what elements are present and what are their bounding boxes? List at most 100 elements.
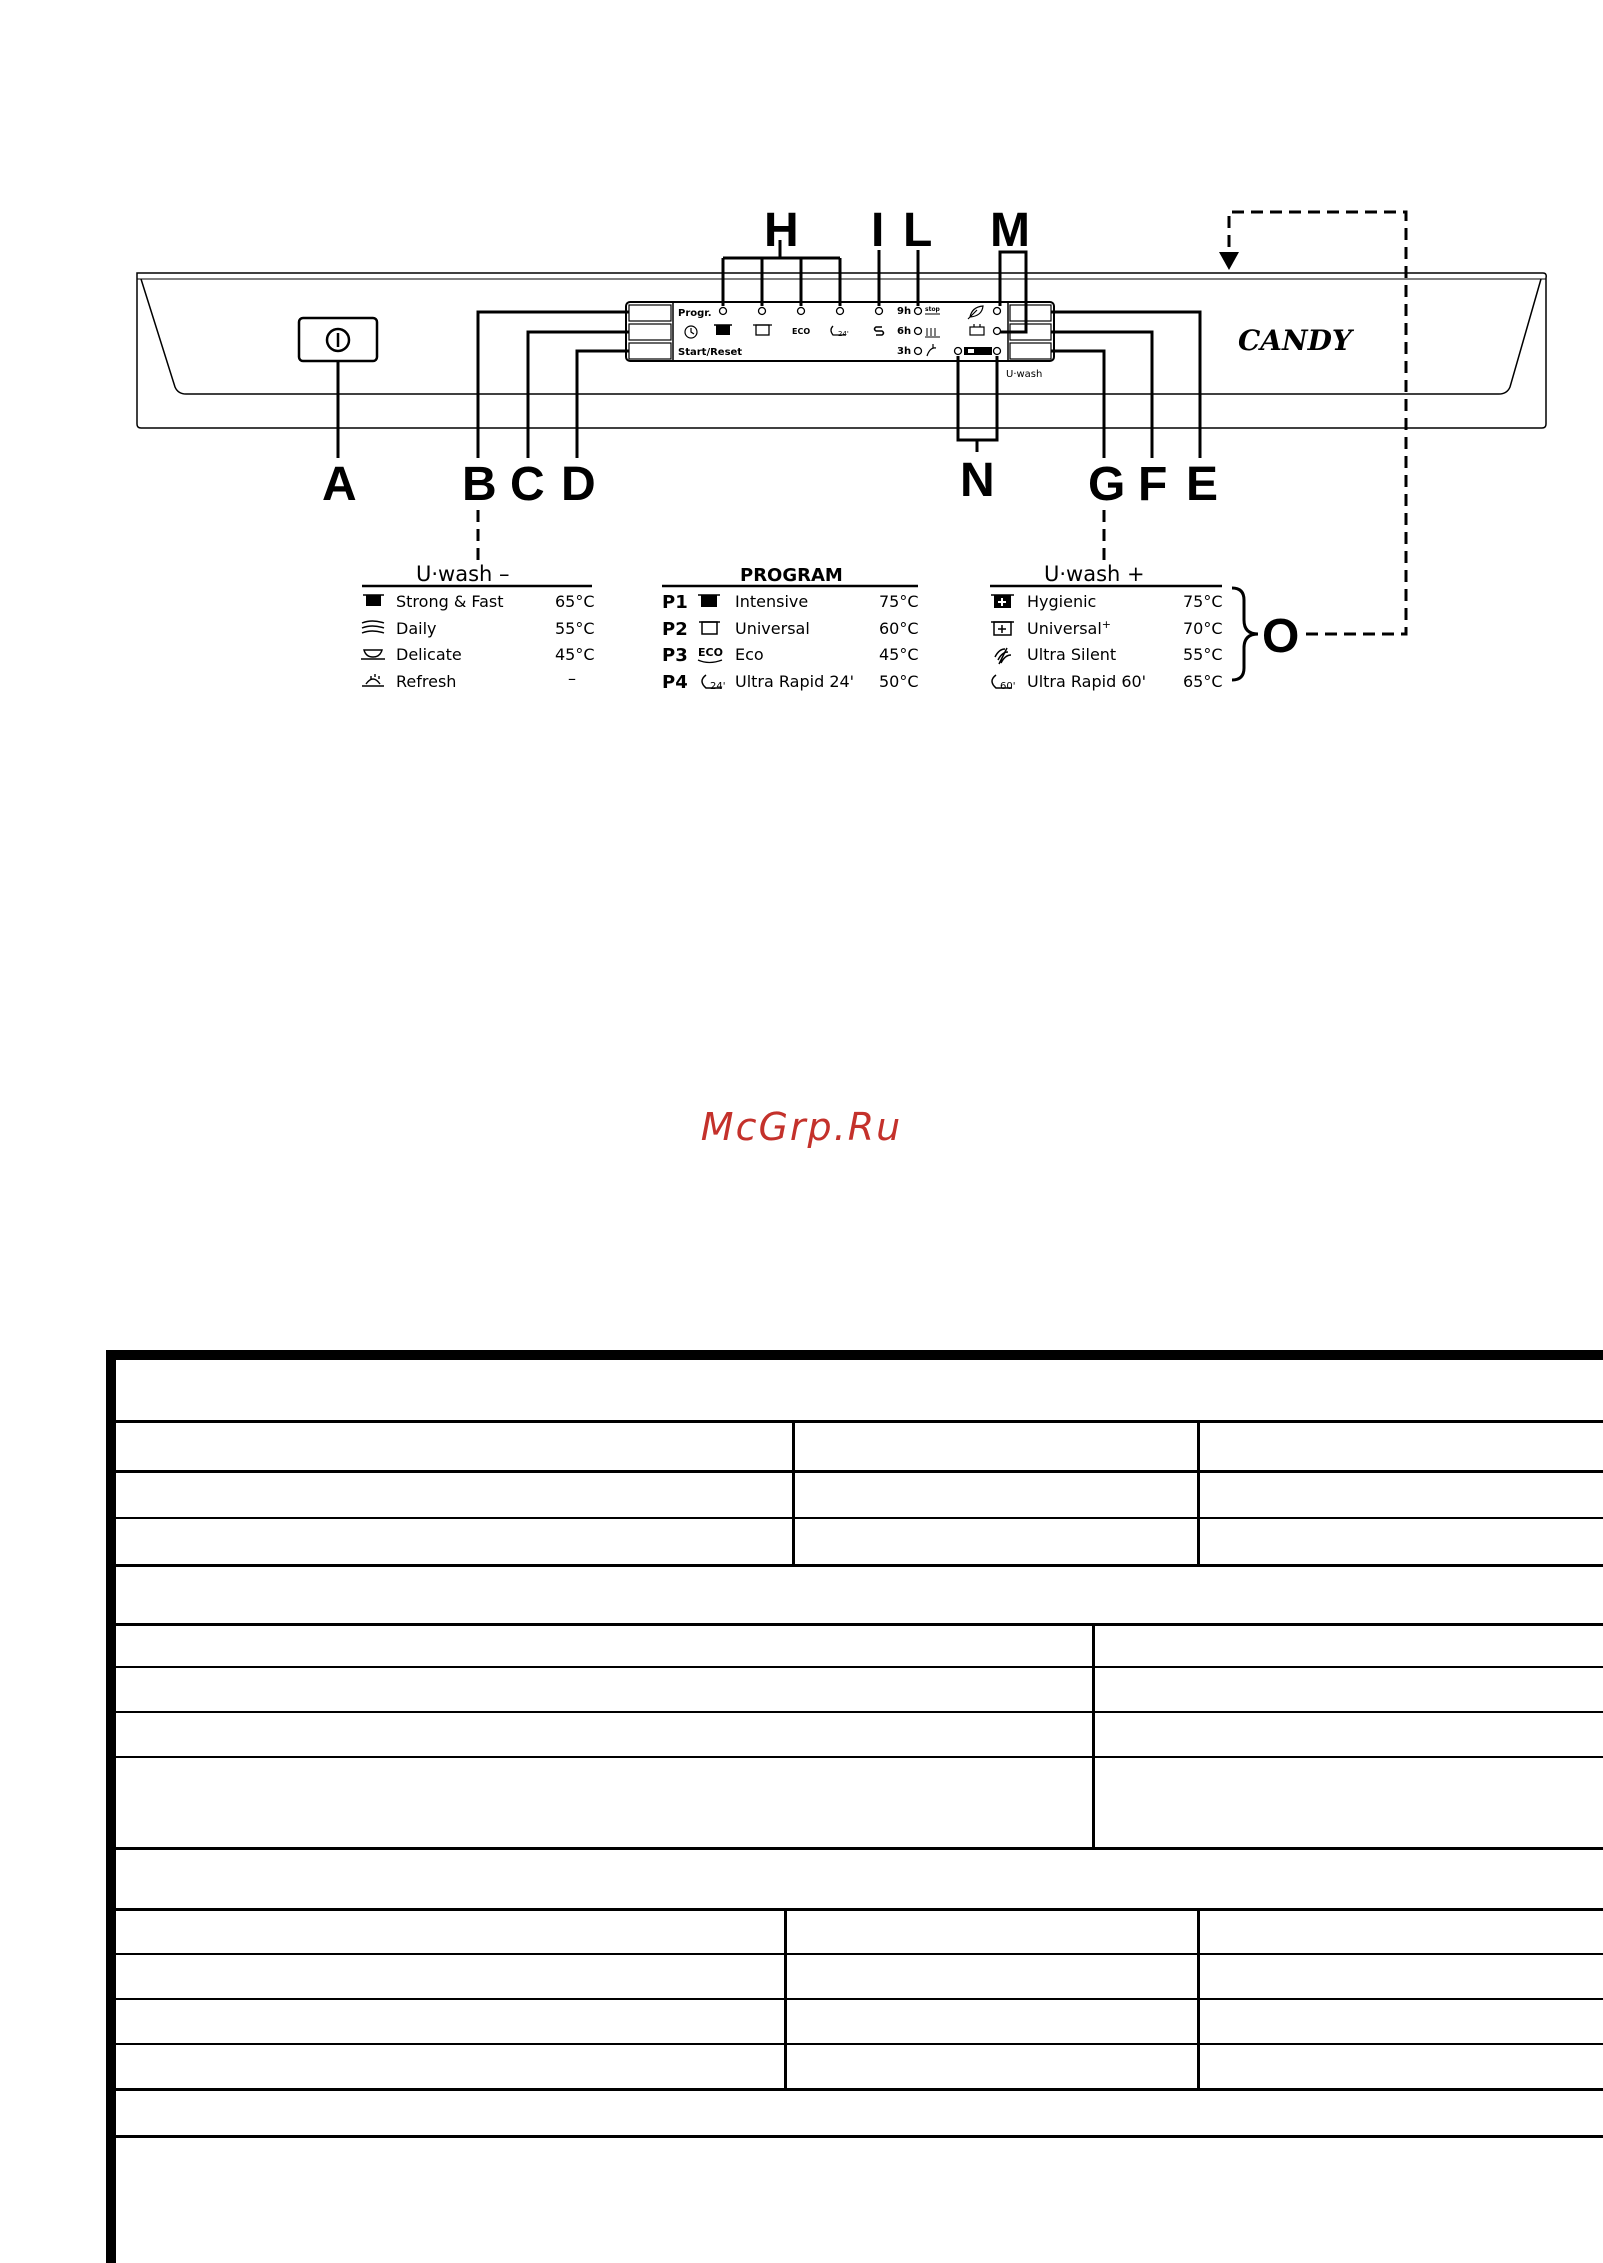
callout-c: C [510,458,545,511]
legend-program-row-1-name: Intensive [735,592,808,611]
legend-plus-title: U·wash + [1044,562,1145,586]
legend-program-row-2-code: P2 [662,619,688,640]
daily-icon [361,620,385,634]
dashed-leaders [476,210,1408,636]
eco-icon: Eco ECO [697,646,723,664]
start-reset-label: Start/Reset [678,347,742,358]
legend-minus-row-2-temp: 55°C [555,619,595,638]
uwash-button[interactable] [1009,342,1052,360]
delay-3h-label: 3h [897,346,911,357]
form-column [1197,1423,1200,1564]
legend-program-row-4-code: P4 [662,672,688,693]
callout-i: I [871,204,884,257]
legend-minus-row-1-name: Strong & Fast [396,592,504,611]
callout-o: O [1262,610,1299,663]
legend-program: PROGRAM P1 P2 P3 P4 Eco ECO 24' Intensiv… [662,565,919,693]
indicator-bar [964,347,992,355]
callout-n: N [960,454,995,507]
legend-plus-row-4-name: Ultra Rapid 60' [1027,672,1146,691]
program-button[interactable] [628,304,672,322]
legend-minus-title: U·wash – [416,562,510,586]
start-reset-button[interactable] [628,342,672,360]
ultra-silent-icon [994,647,1012,665]
brand-logo: CANDY [1238,324,1355,357]
form-row [116,1756,1603,1758]
legend-plus-row-2-name: Universal+ [1027,618,1111,638]
leader-lines [336,240,1202,458]
legend-program-title: PROGRAM [740,565,843,586]
progr-label: Progr. [678,308,712,319]
legend-plus-row-1-name: Hygienic [1027,592,1096,611]
callout-l: L [903,204,932,257]
legend-minus-row-4-name: Refresh [396,672,456,691]
legend-program-row-1-temp: 75°C [879,592,919,611]
form-row [116,1666,1603,1668]
clock-icon [684,325,698,339]
power-icon [325,327,351,353]
control-panel-diagram: Progr. Start/Reset [136,204,1547,693]
svg-text:ECO: ECO [698,646,723,659]
form-section-4-header [116,2088,1603,2138]
legend-minus-row-1-temp: 65°C [555,592,595,611]
universal-plus-icon [991,621,1014,636]
callout-f: F [1138,458,1167,511]
form-row [116,2043,1603,2045]
rapid-24-panel-icon: 24' [830,325,849,338]
callout-m: M [990,204,1030,257]
rapid-60-icon: 60' [991,674,1015,692]
legend-program-row-2-name: Universal [735,619,810,638]
intensive-icon [714,324,732,335]
legend-plus-row-1-temp: 75°C [1183,592,1223,611]
form-row [116,1953,1603,1955]
form-row [116,1470,1603,1473]
svg-text:24': 24' [838,330,849,338]
brace [1231,586,1259,682]
hygienic-icon [991,594,1014,608]
salt-icon [873,326,885,336]
callout-a: A [322,458,357,511]
display-module: Progr. Start/Reset [625,301,1055,380]
legend-program-row-3-name: Eco [735,645,764,664]
legend-minus-row-3-temp: 45°C [555,645,595,664]
form-column [1092,1623,1095,1847]
callout-g: G [1088,458,1125,511]
legend-plus-row-2-temp: 70°C [1183,619,1223,638]
delay-6h-label: 6h [897,326,911,337]
form-column [1197,1908,1200,2088]
intensive-icon [698,594,720,607]
blank-form-table [106,1350,1603,2263]
form-row [116,1517,1603,1519]
legend-uwash-minus: U·wash – Strong & Fast 65°C Daily 55°C D… [361,562,595,691]
svg-text:24': 24' [710,681,725,692]
svg-text:stop: stop [925,306,941,313]
form-section-3-header [116,1847,1603,1911]
callout-h: H [764,204,799,257]
half-load-icon [969,324,985,336]
form-column [784,1908,787,2088]
rinse-aid-icon [925,328,940,338]
legend-plus-row-3-name: Ultra Silent [1027,645,1116,664]
legend-program-row-2-temp: 60°C [879,619,919,638]
option-button-e[interactable] [1009,304,1052,322]
legend-program-row-1-code: P1 [662,592,688,613]
legend-plus-row-3-temp: 55°C [1183,645,1223,664]
form-row [116,1998,1603,2000]
power-button[interactable] [297,316,379,363]
watermark: McGrp.Ru [700,1105,903,1149]
arrow-head [1219,252,1239,270]
stop-icon: stop [925,306,941,315]
form-section-2-header [116,1564,1603,1626]
delicate-icon [361,649,385,660]
legend-program-row-3-temp: 45°C [879,645,919,664]
legend-minus-row-3-name: Delicate [396,645,462,664]
svg-text:60': 60' [1000,681,1015,692]
delay-9h-label: 9h [897,306,911,317]
delay-button[interactable] [628,323,672,341]
legend-minus-row-4-temp: – [568,669,576,688]
program-leds [718,306,1002,356]
universal-icon [699,621,720,635]
leaf-icon [967,305,984,320]
eco-program-icon: ECO [792,327,810,336]
tap-icon [926,344,937,357]
callout-b: B [462,458,497,511]
